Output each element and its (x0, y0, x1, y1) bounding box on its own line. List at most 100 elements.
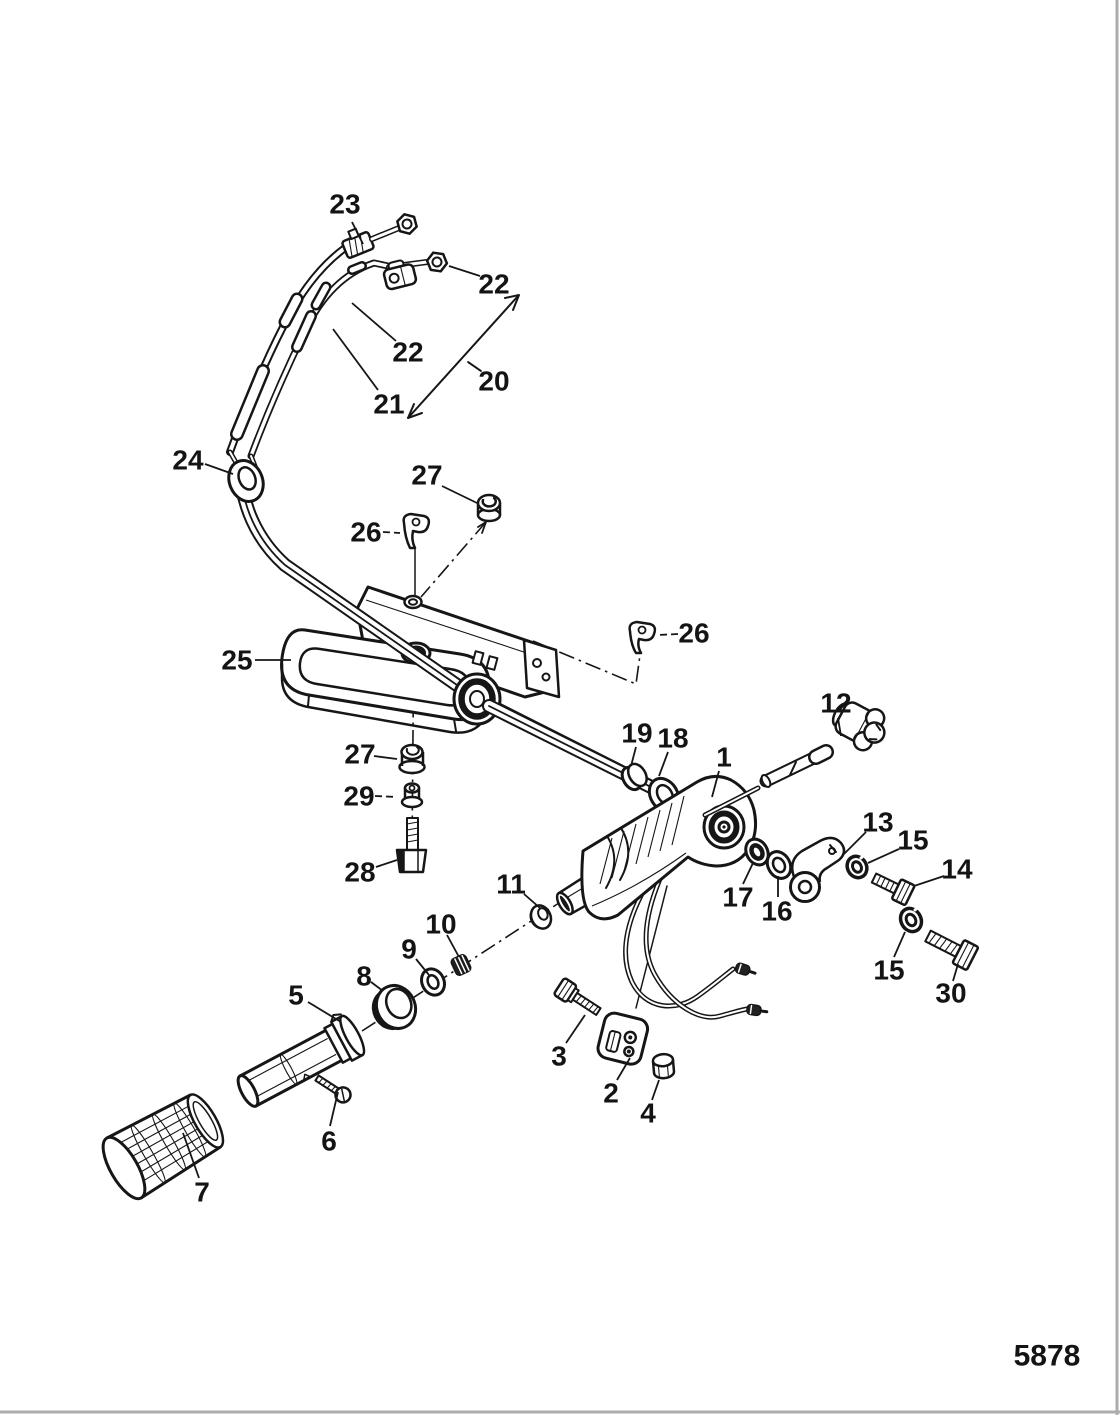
callout-leader-18 (658, 751, 669, 777)
callout-label-18: 18 (657, 723, 688, 754)
bracket-end-plate (522, 638, 561, 699)
callout-label-8: 8 (356, 961, 372, 992)
washer-9 (420, 967, 446, 997)
block-2-position-line (635, 885, 668, 1009)
callout-leader-19 (630, 746, 637, 767)
callout-leader-3 (565, 1014, 586, 1044)
callout-label-6: 6 (321, 1126, 337, 1157)
nut-11 (529, 904, 553, 930)
stop-block-2 (596, 1011, 650, 1066)
callout-label-21: 21 (373, 389, 404, 420)
callout-leader-27 (373, 755, 398, 760)
callout-leader-17 (742, 862, 754, 885)
callout-label-5: 5 (288, 980, 304, 1011)
callout-label-22: 22 (478, 269, 509, 300)
page-edge-right (1115, 0, 1119, 1415)
callout-label-26: 26 (350, 517, 381, 548)
bracket-pivot-boss (452, 672, 502, 726)
callout-label-27: 27 (411, 460, 442, 491)
spacer-16 (765, 850, 793, 880)
callout-label-1: 1 (716, 742, 732, 773)
callout-label-24: 24 (172, 445, 204, 476)
cable-clamp-tab (471, 650, 485, 666)
callout-label-19: 19 (621, 718, 652, 749)
callout-leader-13 (843, 831, 867, 855)
screw-6 (314, 1074, 352, 1104)
callout-label-14: 14 (941, 854, 973, 885)
callout-leader-28 (375, 859, 398, 868)
callout-label-13: 13 (862, 807, 893, 838)
screw-14 (870, 872, 916, 906)
bolt-28 (395, 817, 428, 874)
callout-label-26: 26 (678, 618, 709, 649)
clip-26-left (402, 512, 431, 550)
handle-tube-5 (236, 1013, 366, 1108)
bracket-mount-boss-hole (403, 594, 423, 610)
bolt-30 (924, 929, 980, 971)
callout-leader-1 (711, 770, 720, 798)
callout-leader-26 (382, 531, 401, 534)
callout-leader-21 (332, 328, 379, 391)
callout-leader-5 (307, 1001, 342, 1023)
cable-clamp (382, 263, 418, 291)
friction-knob (831, 701, 886, 752)
callout-label-16: 16 (761, 896, 792, 927)
throttle-grip-7 (101, 1093, 225, 1201)
callout-label-25: 25 (221, 645, 252, 676)
callout-leader-6 (329, 1091, 339, 1127)
clip-26-right-line (532, 640, 641, 686)
callout-leader-4 (651, 1079, 660, 1101)
bullet-connector (734, 962, 757, 976)
assembly-20-dimension-line (407, 294, 520, 419)
callout-leader-30 (952, 963, 959, 982)
callout-leader-9 (415, 958, 430, 976)
callout-leader-11 (523, 893, 541, 909)
washer-17 (744, 837, 770, 867)
callout-leader-14 (913, 875, 945, 887)
callout-leader-22 (351, 302, 397, 342)
mounting-bracket-25 (280, 585, 561, 734)
callout-leader-23 (351, 221, 364, 245)
bushing-10 (450, 954, 472, 976)
cable-nut-22a (396, 213, 418, 235)
grommet-27-lower (398, 743, 426, 775)
grommet-27-upper (476, 493, 502, 523)
callout-leader-22 (448, 265, 481, 277)
callout-label-15: 15 (873, 955, 904, 986)
callout-leader-15 (867, 848, 900, 864)
callout-leader-26 (657, 633, 679, 636)
cable-nut-22b (425, 251, 449, 273)
callout-leader-8 (370, 981, 384, 992)
callout-label-22: 22 (392, 337, 423, 368)
throttle-cables-top (226, 213, 449, 469)
callout-leader-7 (182, 1132, 200, 1179)
cable-grommet-24 (227, 459, 265, 503)
callout-label-27: 27 (344, 739, 375, 770)
washer-19 (620, 762, 648, 792)
lock-washer-15a (845, 851, 869, 880)
callout-label-23: 23 (329, 189, 360, 220)
bushing-29 (400, 782, 424, 809)
nut-4 (651, 1052, 676, 1080)
lock-washer-15b (898, 903, 924, 934)
centerline-cap-27 (420, 521, 487, 598)
callout-label-29: 29 (343, 781, 374, 812)
callout-label-11: 11 (496, 869, 526, 900)
callout-leader-24 (204, 463, 234, 475)
callout-leader-27 (441, 485, 478, 504)
callout-label-4: 4 (640, 1098, 656, 1129)
callout-label-28: 28 (344, 857, 375, 888)
callout-leader-10 (446, 934, 460, 958)
bushing-cap-8 (371, 984, 418, 1031)
callout-leader-20 (467, 361, 482, 372)
clip-26-right (628, 620, 657, 655)
callout-label-2: 2 (603, 1078, 619, 1109)
bullet-connector (746, 1003, 769, 1017)
callout-label-30: 30 (935, 978, 966, 1009)
cable-clamp-tab (485, 655, 499, 671)
callout-leader-15 (893, 931, 906, 958)
cam-lever-13 (789, 836, 846, 903)
page-edge-bottom (0, 1410, 1120, 1414)
